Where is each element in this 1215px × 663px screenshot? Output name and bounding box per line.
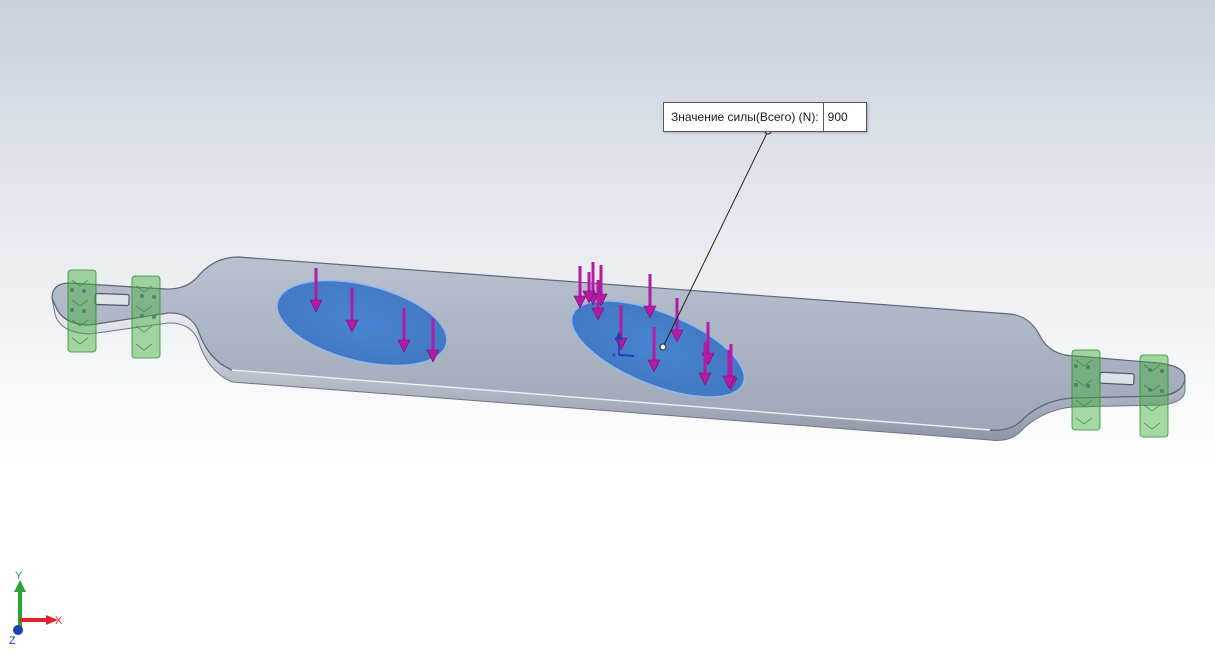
down-arrow-icon xyxy=(426,318,440,363)
force-value-label: Значение силы(Всего) (N): xyxy=(664,103,824,131)
deck-edge-line xyxy=(231,369,991,431)
down-arrow-icon xyxy=(670,298,684,343)
fixed-geometry-icon xyxy=(1071,349,1169,438)
y-axis-label: Y xyxy=(15,570,23,582)
down-arrow-icon xyxy=(647,327,661,373)
force-value-callout[interactable]: Значение силы(Всего) (N): 900 xyxy=(663,102,867,132)
down-arrow-icon xyxy=(397,308,411,353)
z-axis-dot-icon xyxy=(13,625,23,635)
down-arrow-icon xyxy=(643,274,657,319)
force-arrows[interactable] xyxy=(309,262,738,391)
origin-marker-icon: * xyxy=(612,331,635,363)
down-arrow-icon xyxy=(345,288,359,333)
down-arrow-icon xyxy=(698,342,712,386)
svg-text:*: * xyxy=(612,352,616,363)
down-arrow-icon xyxy=(309,268,323,313)
fixed-geometry-icon xyxy=(67,269,161,359)
fixture-left-group[interactable] xyxy=(67,269,161,359)
x-axis-label: X xyxy=(55,615,63,627)
down-arrow-icon xyxy=(722,350,736,389)
left-truck-slot xyxy=(94,292,130,307)
reference-triad: Y X Z xyxy=(9,570,63,647)
down-arrow-icon xyxy=(591,280,605,321)
z-axis-label: Z xyxy=(9,635,16,647)
fixture-right-group[interactable] xyxy=(1071,349,1169,438)
right-truck-slot xyxy=(1099,371,1135,386)
force-value-input[interactable]: 900 xyxy=(827,110,848,124)
x-axis-arrow-icon xyxy=(46,615,58,625)
down-arrow-icon xyxy=(573,266,587,309)
y-axis-arrow-icon xyxy=(14,580,26,592)
down-arrow-icon xyxy=(582,272,596,304)
